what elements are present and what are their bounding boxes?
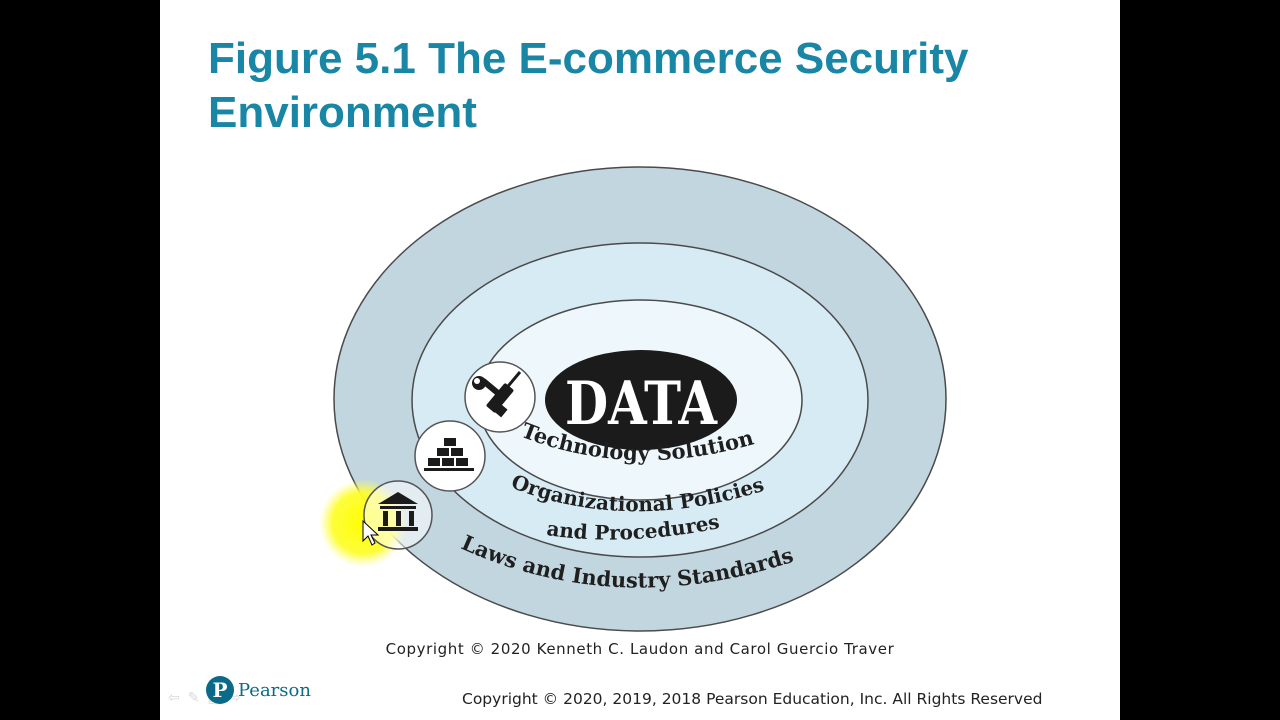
slide-title: Figure 5.1 The E-commerce Security Envir… [208,32,1088,140]
pearson-logo-text: Pearson [238,679,311,701]
tools-icon [464,361,536,433]
data-core-label: DATA [565,369,718,439]
pearson-logo: P Pearson [206,674,311,706]
courthouse-icon [363,480,433,550]
security-environment-diagram: DATA Technology Solutions Organizational… [160,0,947,632]
figure-copyright: Copyright © 2020 Kenneth C. Laudon and C… [385,640,895,658]
slide-title-line-1: Figure 5.1 The E-commerce Security [208,34,969,83]
pearson-logo-mark: P [206,676,234,704]
bricks-icon [414,420,486,492]
next-icon[interactable]: ⇨ [228,690,241,706]
prev-icon[interactable]: ⇦ [168,690,180,706]
publisher-copyright: Copyright © 2020, 2019, 2018 Pearson Edu… [462,690,1043,708]
pen-icon[interactable]: ✎ [187,690,200,706]
slide: Figure 5.1 The E-commerce Security Envir… [160,0,1120,720]
data-core [545,350,737,450]
slide-title-line-2: Environment [208,88,477,137]
mouse-cursor-icon [362,519,380,546]
